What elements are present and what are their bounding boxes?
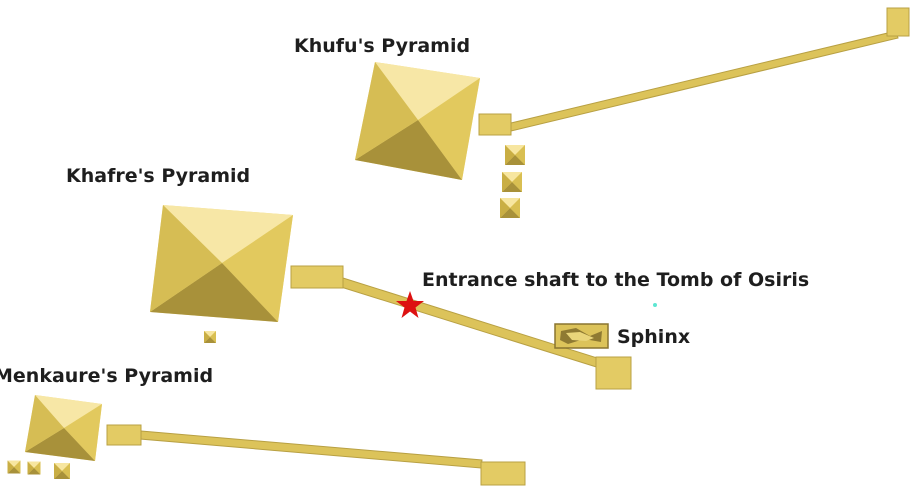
- khufu-valley-temple: [887, 8, 909, 36]
- khufu-causeway: [511, 31, 898, 131]
- khafre-label: Khafre's Pyramid: [66, 165, 250, 187]
- khafre-satellite-pyramid: [204, 331, 216, 343]
- khafre-pyramid[interactable]: [150, 205, 343, 322]
- menkaure-valley-temple: [481, 462, 525, 485]
- khafre-mortuary-temple: [291, 266, 343, 288]
- entrance-label: Entrance shaft to the Tomb of Osiris: [422, 269, 809, 291]
- sphinx-label: Sphinx: [617, 326, 690, 348]
- sphinx[interactable]: [555, 324, 608, 348]
- menkaure-pyramid[interactable]: [25, 395, 141, 461]
- khafre-valley-temple: [596, 357, 631, 389]
- khufu-queens-pyramids: [500, 145, 525, 218]
- menkaure-queens-pyramids: [7, 461, 70, 480]
- khufu-mortuary-temple: [479, 114, 511, 135]
- menkaure-causeway: [140, 431, 482, 468]
- menkaure-label: Menkaure's Pyramid: [0, 365, 213, 387]
- menkaure-mortuary-temple: [107, 425, 141, 445]
- khufu-pyramid[interactable]: [355, 62, 511, 180]
- cyan-dot-icon: [653, 303, 657, 307]
- khufu-label: Khufu's Pyramid: [294, 35, 470, 57]
